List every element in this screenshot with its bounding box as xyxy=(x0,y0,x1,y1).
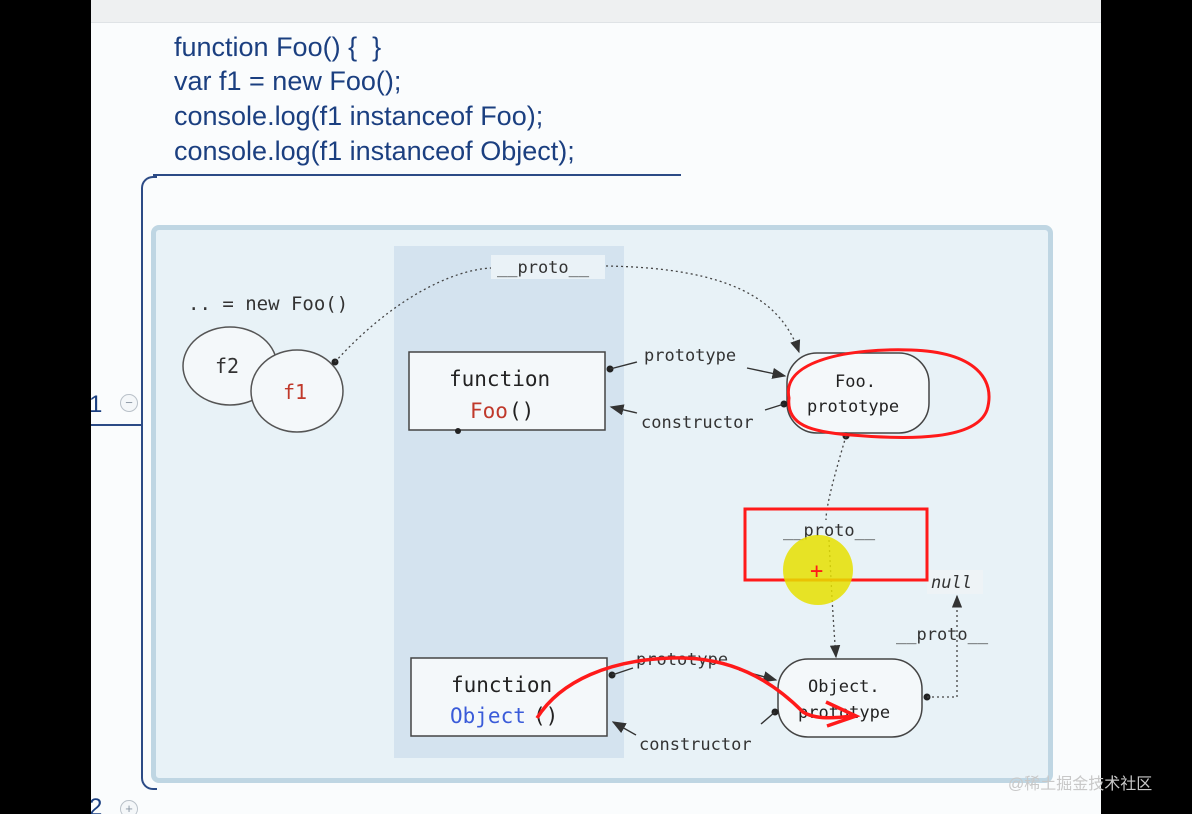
proto-top-label-bg xyxy=(491,255,605,279)
function-foo-box xyxy=(408,351,606,431)
proto-right-label: __proto__ xyxy=(896,625,989,645)
f1-proto-arc-left xyxy=(334,267,492,363)
watermark: @稀土掘金技术社区 xyxy=(1008,776,1153,793)
foo-proto-line-lower xyxy=(828,539,841,659)
object-constructor-arrow xyxy=(611,721,637,736)
function-object-name: Object xyxy=(450,704,526,728)
proto-top-label: __proto__ xyxy=(497,258,590,278)
foo-constructor-arrow xyxy=(609,404,638,416)
outline-connector xyxy=(91,424,141,426)
f1-proto-arc-right xyxy=(605,265,801,354)
object-constructor-arrow-stub xyxy=(760,711,776,725)
object-proto-to-null-line xyxy=(927,594,963,698)
collapse-node-1-toggle[interactable]: − xyxy=(120,394,138,412)
function-foo-keyword: function xyxy=(449,367,550,391)
expand-node-2-toggle[interactable]: + xyxy=(120,800,138,814)
foo-proto-line-upper xyxy=(825,435,847,521)
foo-prototype-line2: prototype xyxy=(807,397,899,417)
function-object-keyword: function xyxy=(451,673,552,697)
prototype-chain-diagram: .. = new Foo() f2 f1 function Foo () fun… xyxy=(182,246,991,758)
slide-page: function Foo() { } var f1 = new Foo(); c… xyxy=(91,0,1101,814)
code-line-3: console.log(f1 instanceof Foo); xyxy=(174,101,544,131)
object-prototype-line1: Object. xyxy=(808,677,880,697)
outline-bracket xyxy=(141,176,157,790)
red-circle-annotation xyxy=(786,348,991,439)
instance-f2-label: f2 xyxy=(215,354,239,378)
function-object-box xyxy=(410,657,608,737)
red-arrowhead-annotation xyxy=(825,700,861,728)
constructor-bottom-label: constructor xyxy=(639,735,752,755)
object-prototype-arrow-stub xyxy=(611,667,634,676)
foo-prototype-line1: Foo. xyxy=(835,372,876,392)
cursor-highlight xyxy=(783,535,853,605)
new-foo-label: .. = new Foo() xyxy=(188,293,348,315)
code-line-4: console.log(f1 instanceof Object); xyxy=(174,136,575,166)
proto-middle-label: __proto__ xyxy=(783,521,876,541)
code-underline xyxy=(153,174,681,176)
top-toolbar-strip xyxy=(91,0,1101,23)
code-line-1: function Foo() { } xyxy=(174,32,382,62)
foo-prototype-arrow xyxy=(746,367,787,379)
instance-f1-label: f1 xyxy=(283,380,307,404)
instance-f1-circle xyxy=(250,349,344,433)
prototype-bottom-label: prototype xyxy=(636,650,728,670)
null-label-bg xyxy=(927,570,983,594)
function-foo-name: Foo xyxy=(470,399,508,423)
code-line-2: var f1 = new Foo(); xyxy=(174,66,402,96)
foo-constructor-arrow-stub xyxy=(764,403,785,411)
prototype-top-label: prototype xyxy=(644,346,736,366)
cursor-crosshair: + xyxy=(810,559,823,584)
foo-bottom-dot xyxy=(455,428,461,434)
object-prototype-node xyxy=(777,658,923,738)
outline-node-2-label: 2 xyxy=(91,794,103,814)
outline-node-1-label: 1 xyxy=(91,391,103,418)
foo-prototype-arrow-stub xyxy=(609,361,638,370)
constructor-top-label: constructor xyxy=(641,413,754,433)
null-label: null xyxy=(931,573,972,593)
red-arrow-annotation xyxy=(535,656,854,720)
function-foo-parens: () xyxy=(509,399,534,423)
